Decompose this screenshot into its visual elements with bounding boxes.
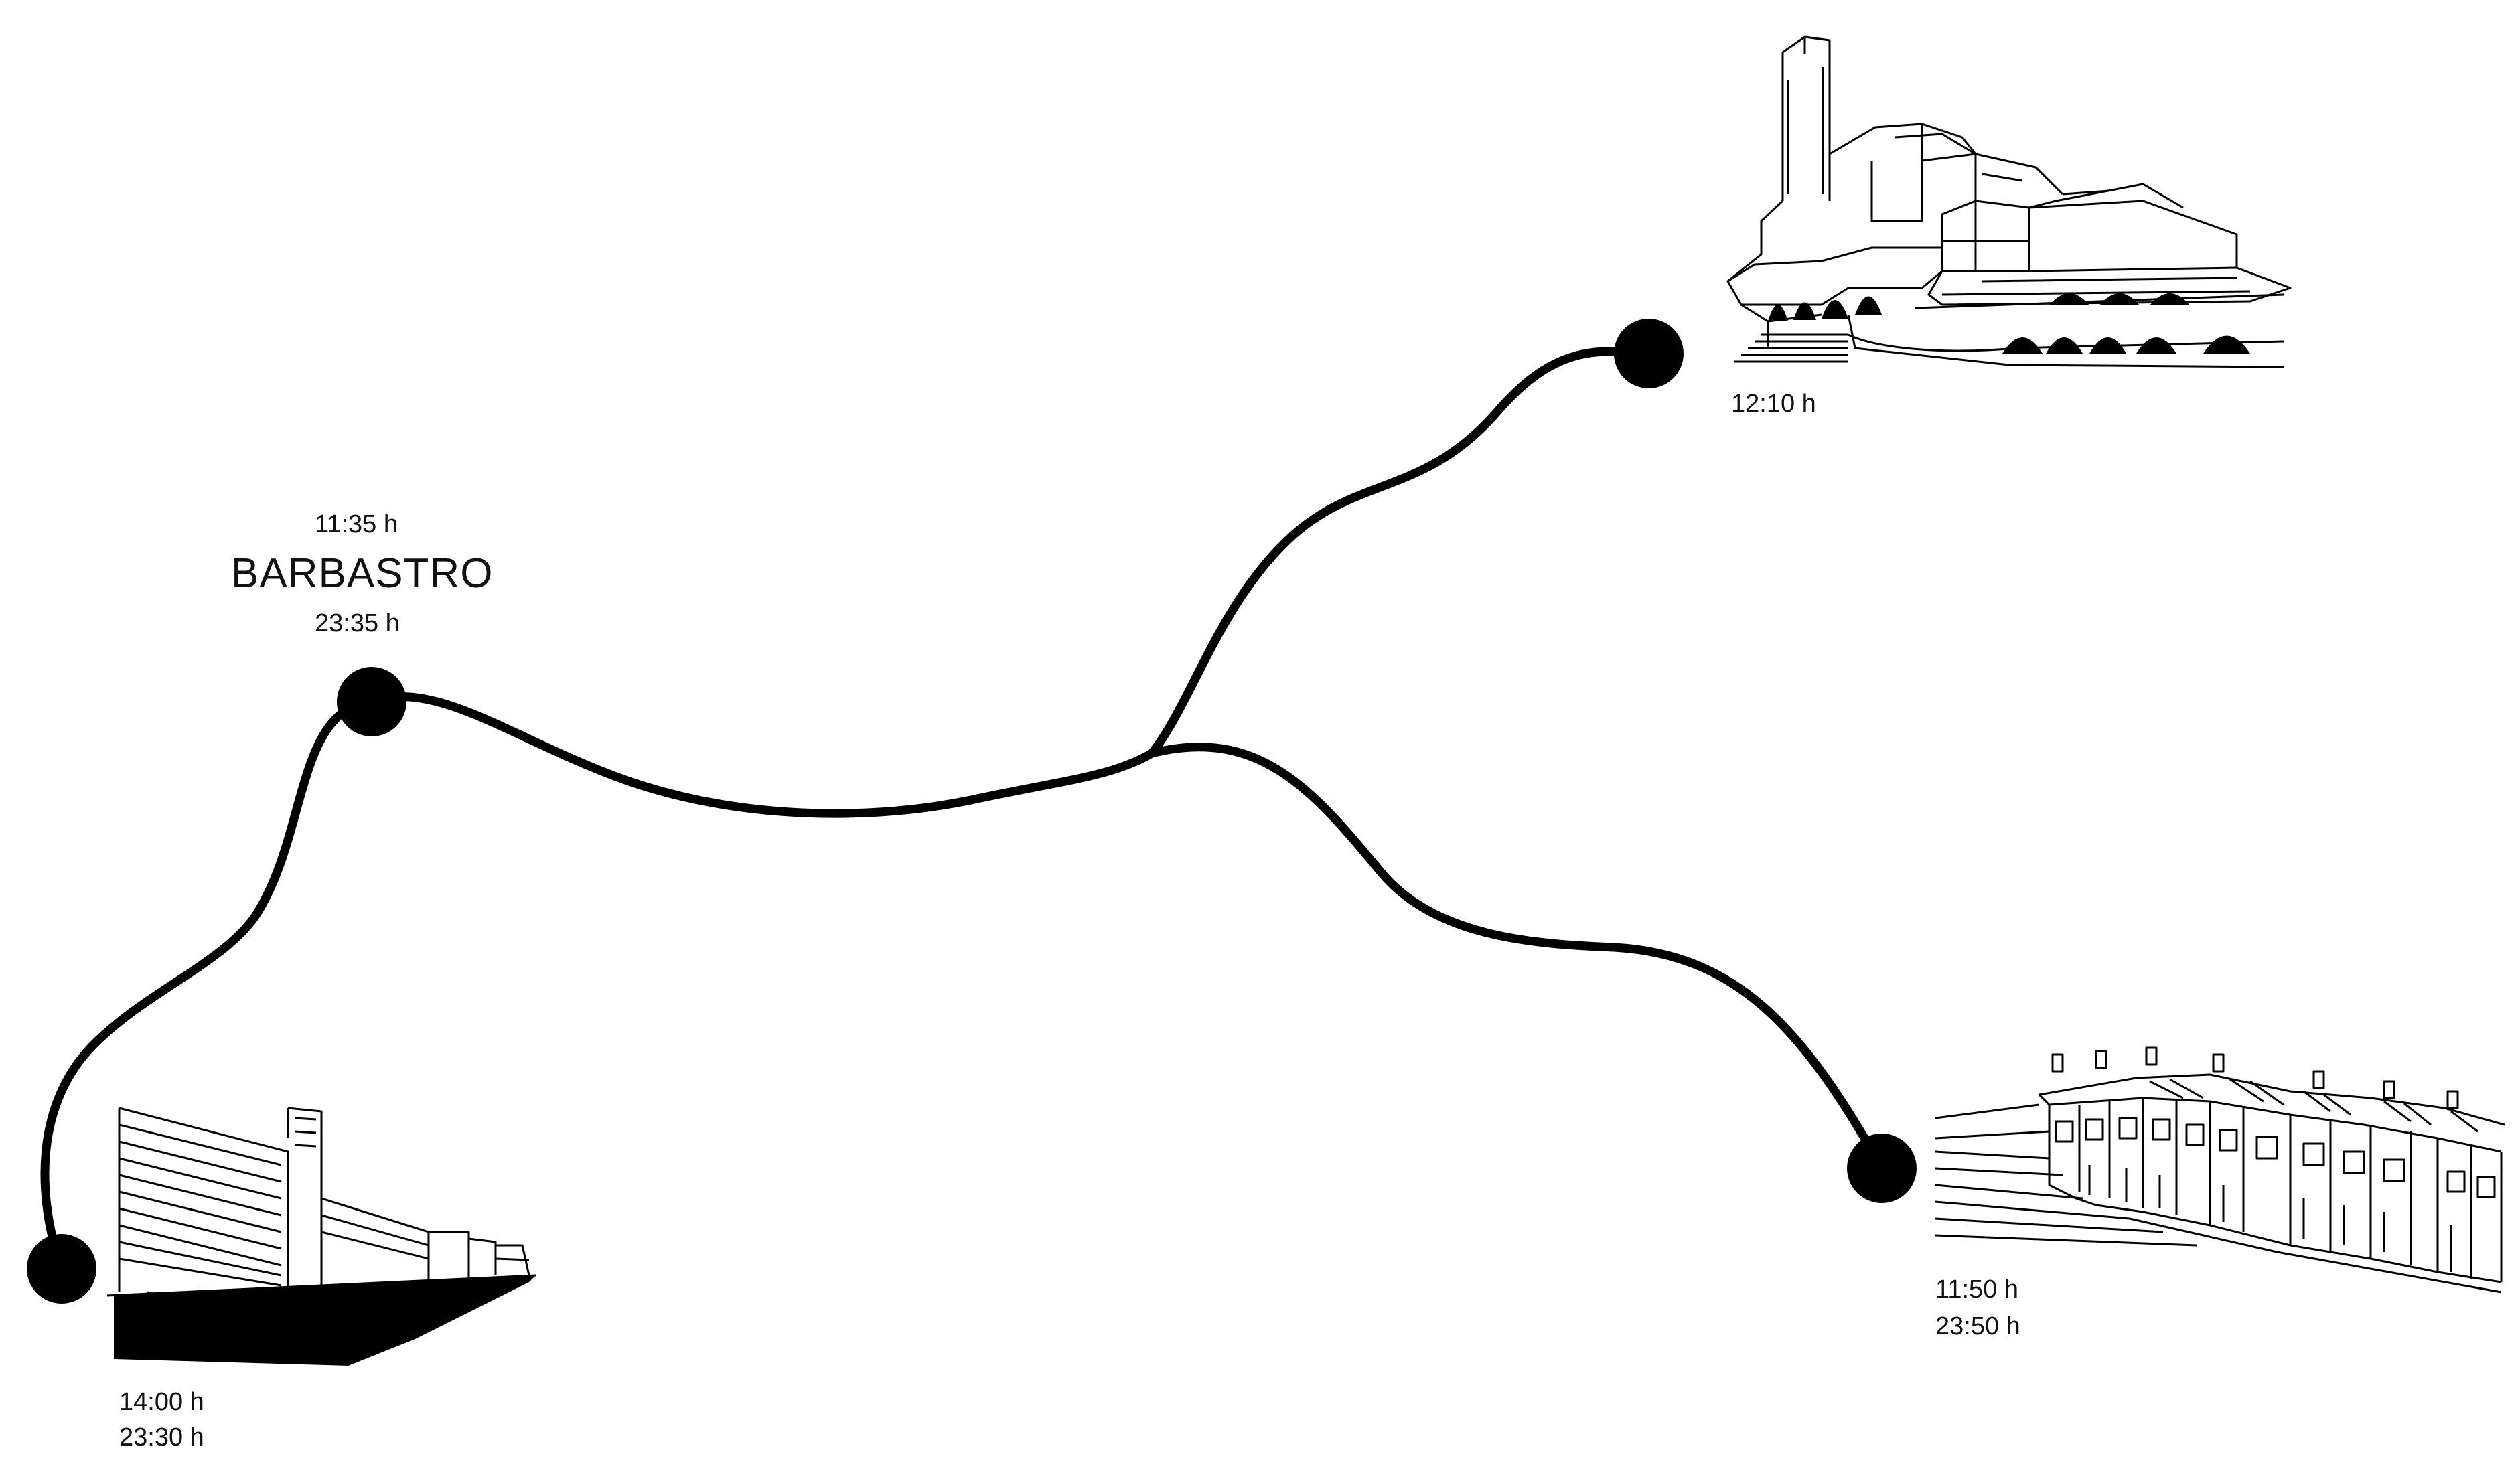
- route-segment-barbastro-junction: [367, 692, 1157, 818]
- church-sketch-illustration: [1726, 35, 2292, 368]
- row-houses-sketch-illustration: [1935, 1046, 2505, 1294]
- factory-sketch-ground-shadow: [114, 1275, 536, 1366]
- southwest-time-bottom: 23:30 h: [119, 1423, 204, 1452]
- southeast-time-bottom: 23:50 h: [1935, 1312, 2020, 1340]
- route-segment-junction-southeast: [1147, 743, 1886, 1173]
- southeast-time-top: 11:50 h: [1935, 1275, 2018, 1304]
- route-segment-junction-northeast: [1147, 347, 1653, 758]
- stop-marker-northeast[interactable]: [1614, 319, 1684, 388]
- stop-marker-southwest[interactable]: [27, 1234, 96, 1304]
- barbastro-time-bottom: 23:35 h: [315, 609, 400, 637]
- southwest-time-top: 14:00 h: [119, 1388, 204, 1416]
- route-lines: [40, 347, 1886, 1273]
- church-sketch-arches: [1768, 293, 2250, 354]
- northeast-stop-time: 12:10 h: [1731, 390, 1816, 418]
- stop-marker-southeast[interactable]: [1847, 1134, 1917, 1203]
- route-segment-southwest-barbastro: [40, 697, 376, 1273]
- stop-marker-barbastro[interactable]: [337, 667, 406, 736]
- factory-sketch-illustration: [106, 1107, 536, 1297]
- barbastro-station-name: BARBASTRO: [231, 550, 494, 597]
- barbastro-time-top: 11:35 h: [315, 510, 398, 538]
